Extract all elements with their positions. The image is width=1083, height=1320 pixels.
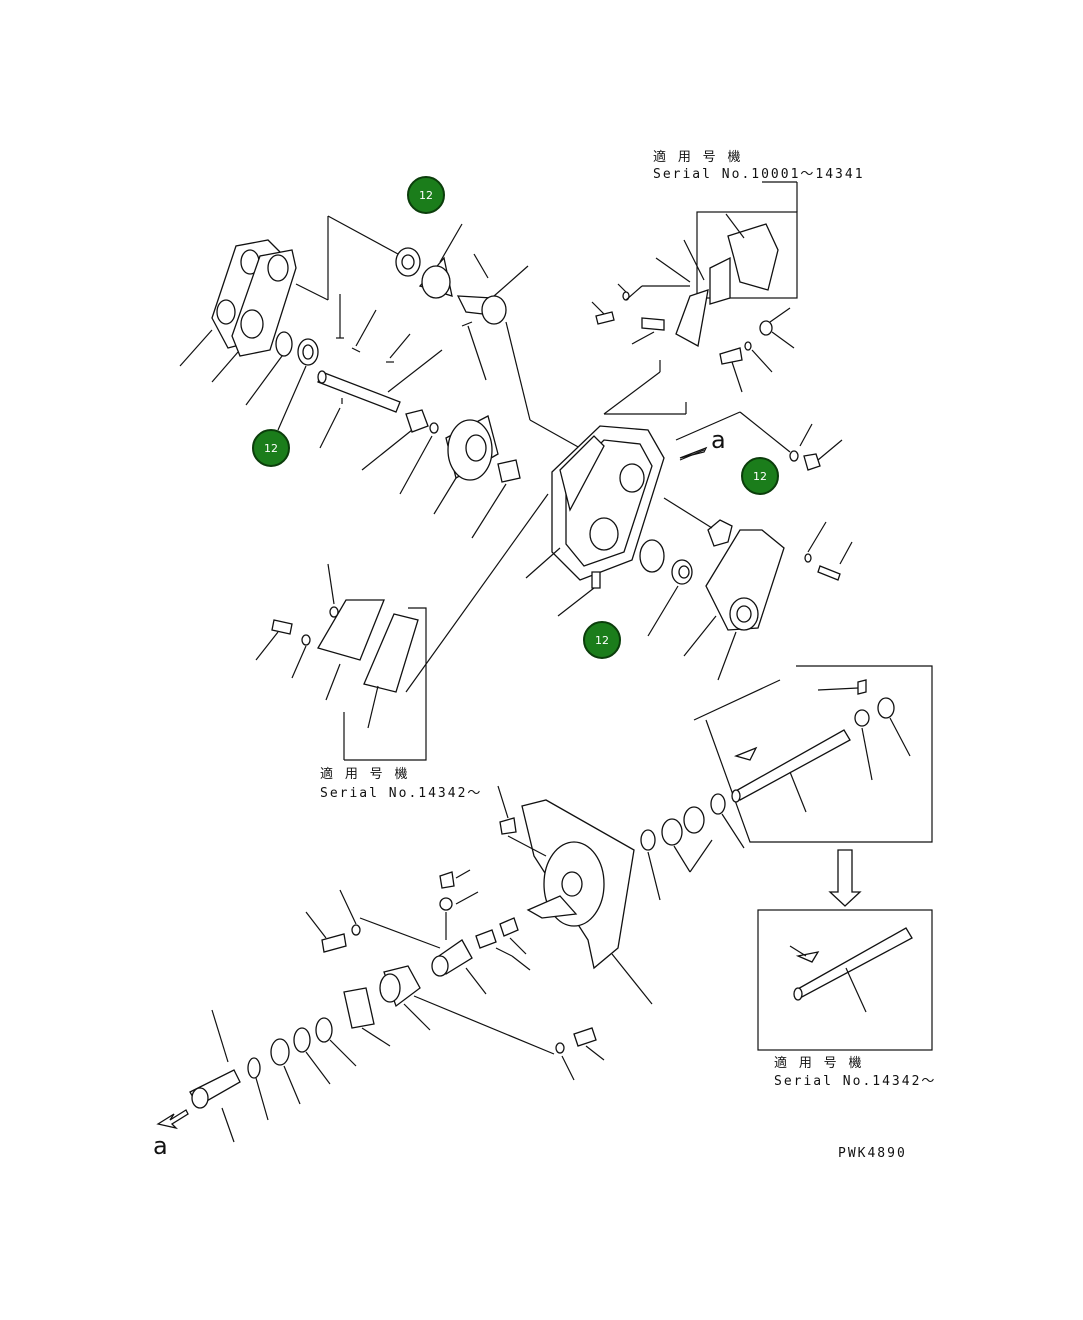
serial-note-mid-left-jp: 適 用 号 機: [320, 767, 410, 782]
drawing-code: PWK4890: [838, 1146, 907, 1161]
cover-plate-assembly-left: [179, 239, 297, 383]
serial-note-mid-left-en: Serial No.14342～: [320, 786, 483, 801]
main-gear-case: [525, 360, 687, 617]
right-side-components: [639, 411, 853, 681]
bracket-group-top-right: [591, 181, 798, 393]
shaft-box-right: [693, 665, 933, 1051]
bushing-and-drive-gear: [361, 321, 581, 539]
serial-note-bottom-right-jp: 適 用 号 機: [774, 1056, 864, 1071]
serial-note-top-right-jp: 適 用 号 機: [653, 150, 743, 165]
lower-drive-chain: [156, 869, 605, 1143]
serial-note-top-right-en: Serial No.10001～14341: [653, 167, 865, 182]
view-arrow-label-upper: a: [711, 426, 726, 454]
bearing-set-upper-left: [245, 331, 319, 431]
gear-stack-upper: [295, 215, 529, 325]
part-callout-12-top[interactable]: 12: [407, 176, 445, 214]
view-arrow-label-lower: a: [153, 1132, 168, 1160]
bracket-group-mid-left: [255, 493, 549, 761]
fan-housing-assembly: [497, 785, 745, 1005]
shaft-and-pins: [317, 253, 489, 449]
serial-note-bottom-right-en: Serial No.14342～: [774, 1074, 937, 1089]
part-callout-12-right[interactable]: 12: [741, 457, 779, 495]
part-callout-12-left[interactable]: 12: [252, 429, 290, 467]
part-callout-12-center[interactable]: 12: [583, 621, 621, 659]
